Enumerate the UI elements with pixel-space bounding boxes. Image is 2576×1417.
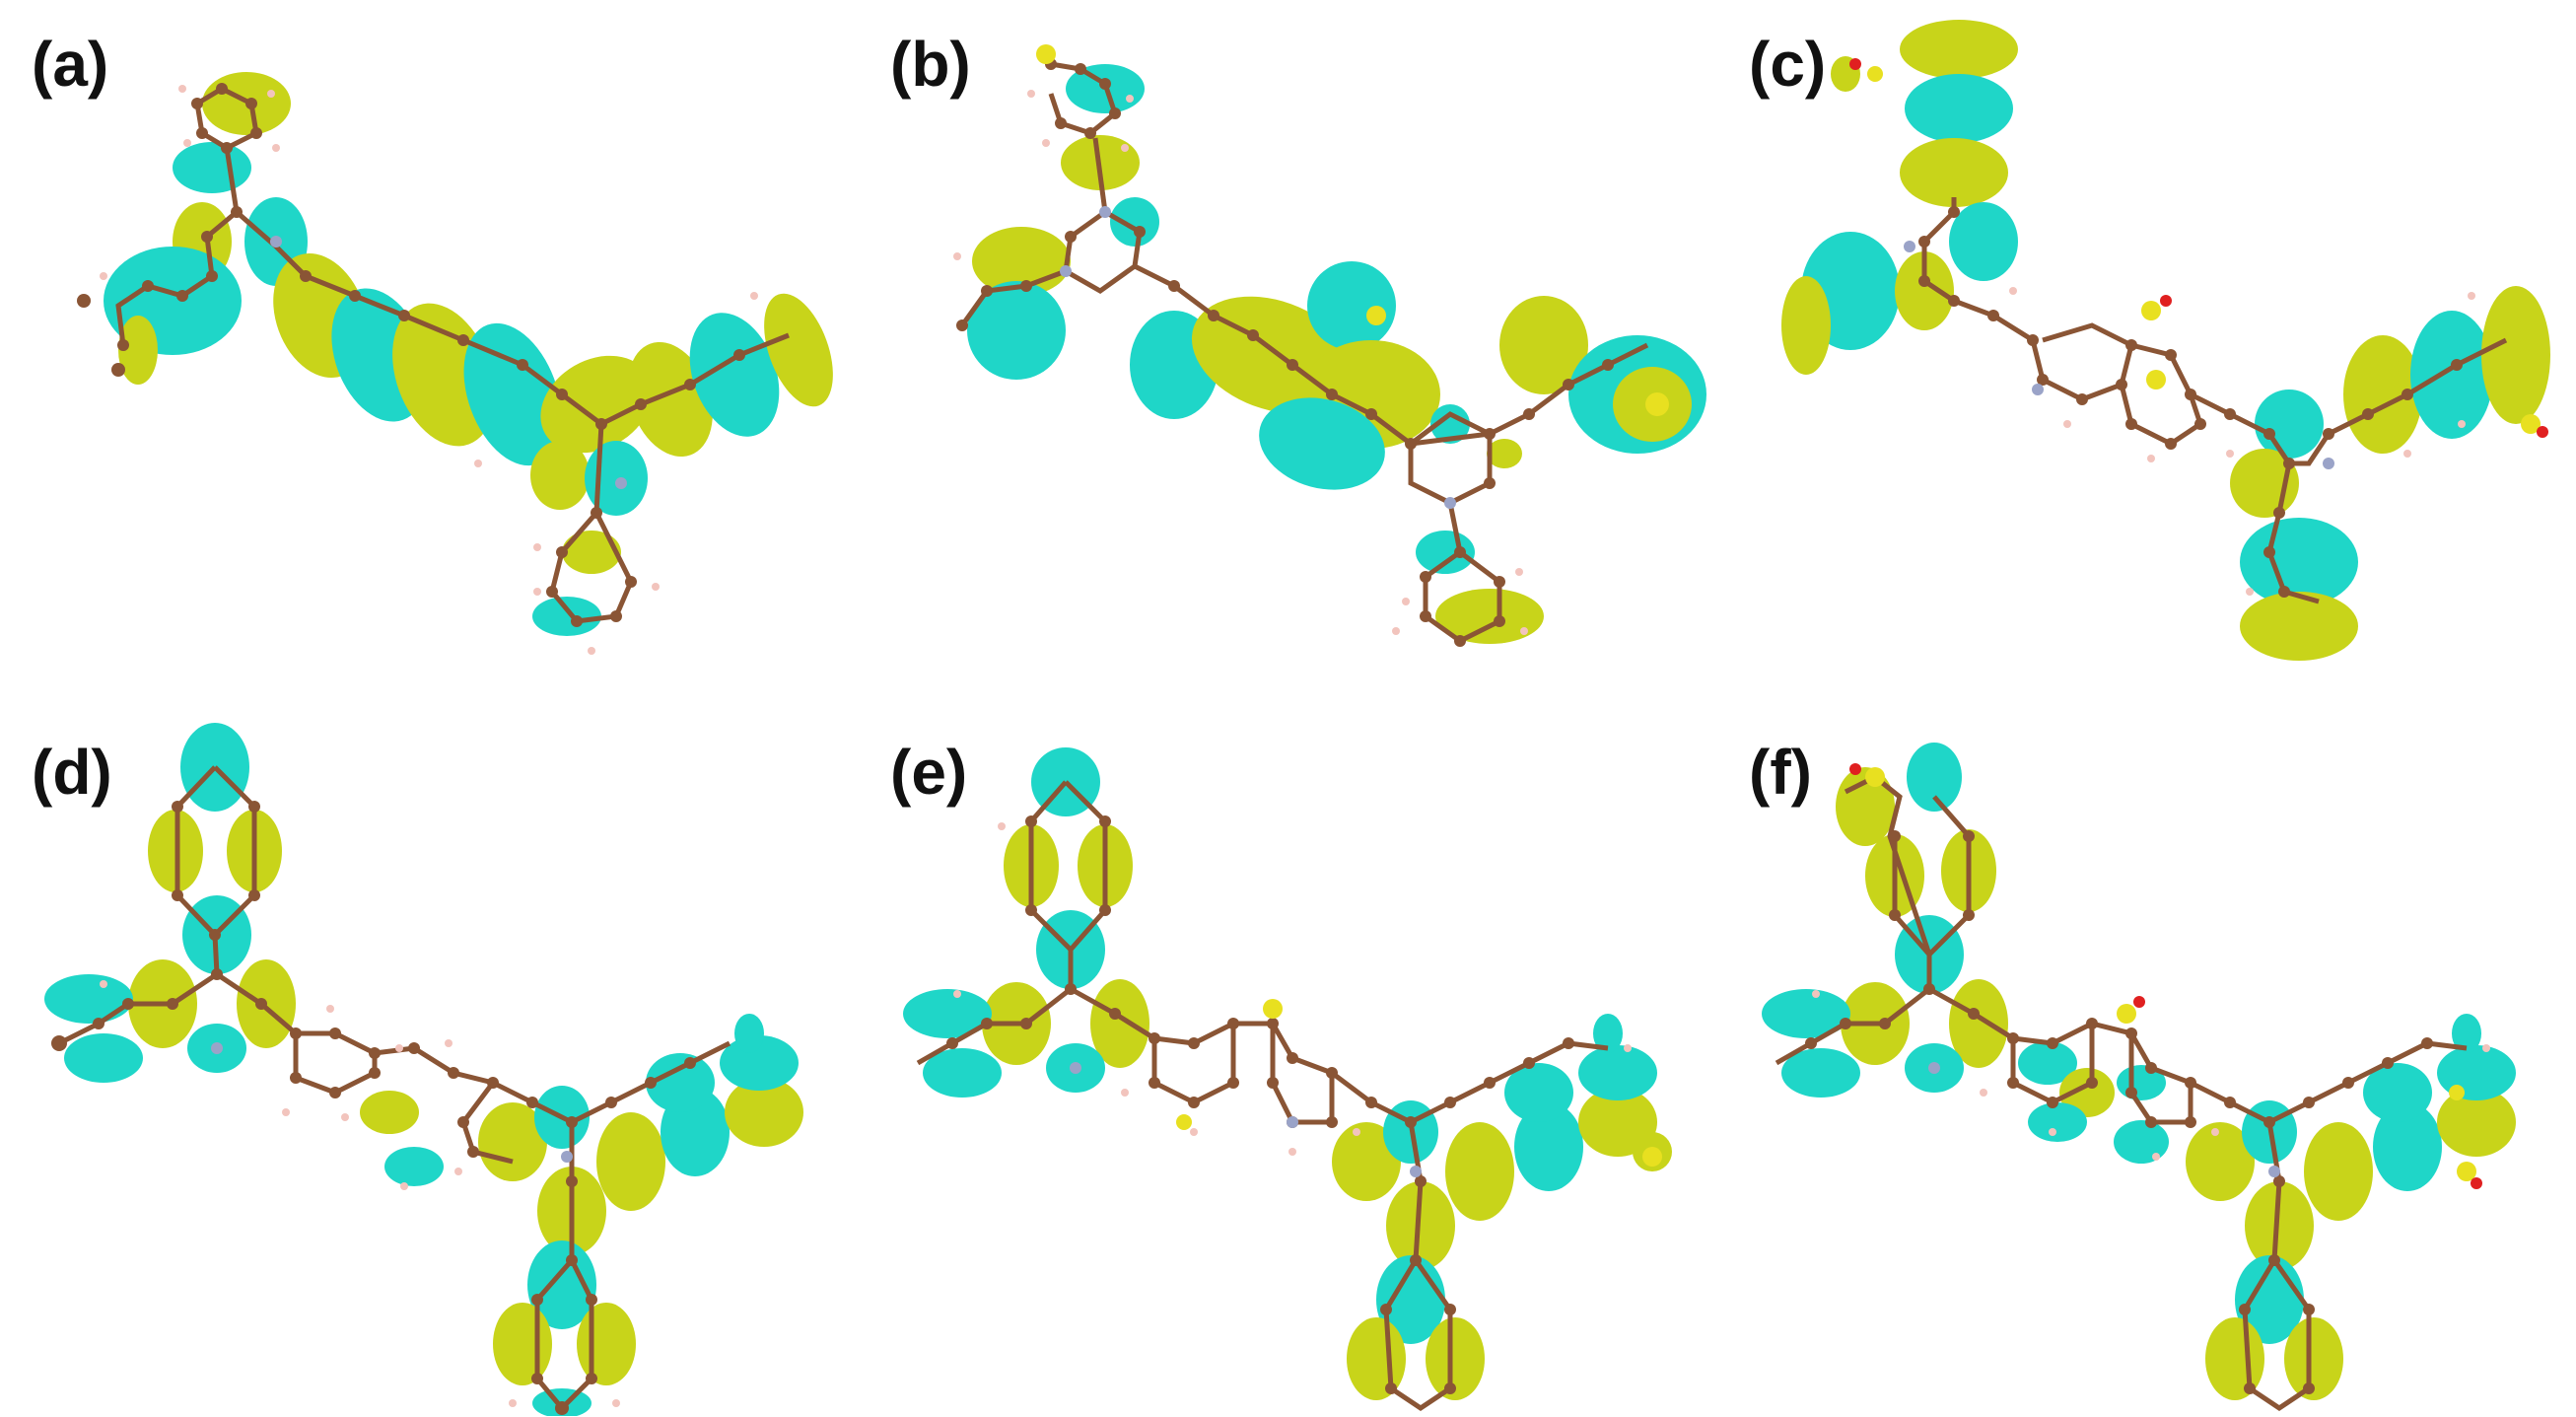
panel-label-b: (b) [890, 29, 971, 100]
orbital-render-d [44, 723, 803, 1416]
panel-c: (c) [1717, 0, 2576, 708]
panel-f: (f) [1717, 708, 2576, 1416]
panel-e: (e) [859, 708, 1717, 1416]
panel-a: (a) [0, 0, 859, 708]
orbital-render-c [1781, 20, 2550, 661]
panel-label-a: (a) [32, 29, 109, 100]
panel-d: (d) [0, 708, 859, 1416]
orbital-render-a [77, 72, 833, 655]
panel-label-c: (c) [1749, 29, 1827, 100]
panel-label-d: (d) [32, 737, 112, 808]
panel-label-f: (f) [1749, 737, 1812, 808]
panel-label-e: (e) [890, 737, 968, 808]
orbital-render-e [903, 747, 1672, 1412]
panel-b: (b) [859, 0, 1717, 708]
orbital-render-b [953, 44, 1706, 647]
orbital-render-f [1762, 743, 2516, 1412]
